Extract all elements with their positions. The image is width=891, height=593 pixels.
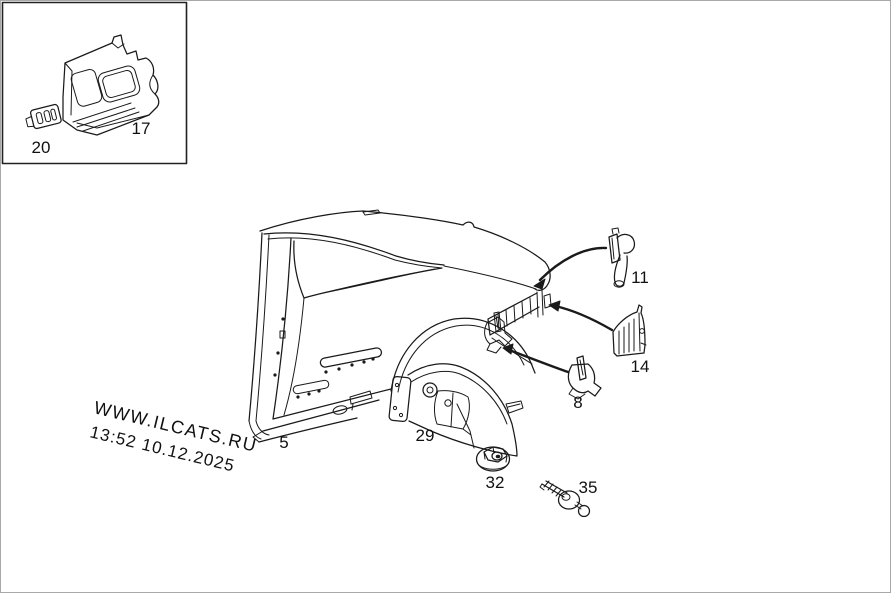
part-label-35: 35 [579,478,598,497]
bracket-17-drawing [62,34,160,136]
part-label-32: 32 [486,473,505,492]
part-label-14: 14 [631,357,650,376]
bracket-14-drawing [612,304,647,357]
arrow-from-14 [553,304,614,332]
inset-box: 17 20 [1,1,188,165]
quarter-panel-drawing [248,209,552,443]
part-label-11: 11 [631,268,649,287]
callout-arrows [456,246,614,449]
watermark: WWW.ILCATS.RU 13:52 10.12.2025 [88,397,259,475]
arrowhead-14 [548,300,561,312]
part-label-5: 5 [279,433,288,452]
clip-20-drawing [25,103,62,130]
part-number-labels: 5 29 32 35 8 14 11 [279,268,649,497]
part-label-8: 8 [573,393,582,412]
part-label-29: 29 [416,426,435,445]
nut-32-drawing [475,446,511,472]
leader-line-32 [456,403,475,449]
screw-35-drawing [539,480,591,518]
arrow-from-11 [538,246,608,282]
arrowhead-11 [533,278,546,290]
part-label-20: 20 [32,138,51,157]
wheel-arch-liner-drawing [388,363,524,457]
part-label-17: 17 [132,119,151,138]
arrow-from-8 [507,348,570,374]
bracket-8-drawing [567,355,602,400]
clip-11-drawing [608,227,636,288]
arrowhead-8 [502,343,514,355]
mounted-bracket-drawing [484,311,513,354]
